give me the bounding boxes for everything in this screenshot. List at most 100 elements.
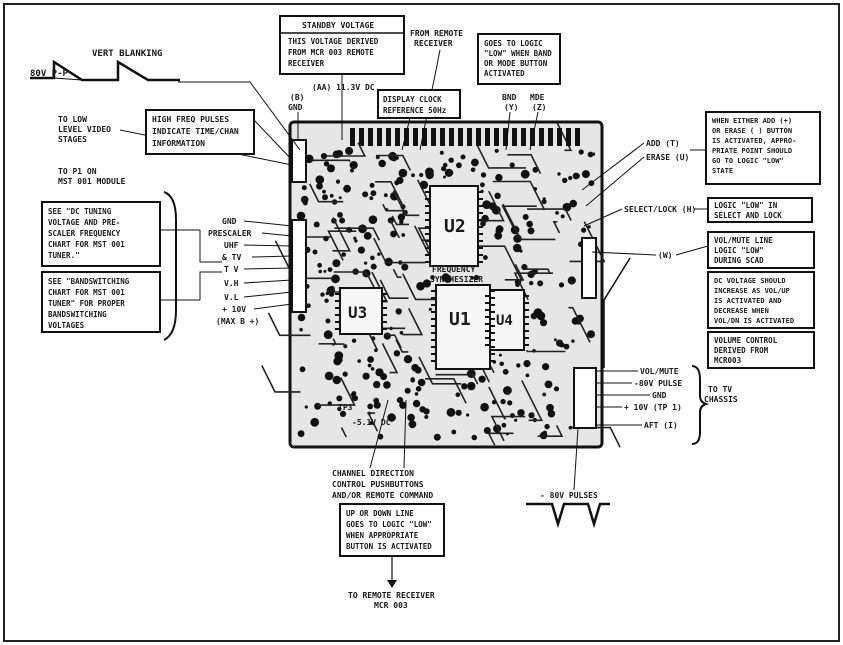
pcb-pad: [562, 177, 568, 184]
pcb-pad: [578, 149, 584, 155]
left-big-bracket: [163, 191, 177, 341]
pcb-pad: [522, 214, 529, 220]
pcb-pad: [526, 220, 533, 228]
pcb-pad: [422, 279, 431, 288]
pcb-pad: [332, 150, 341, 159]
left-pin-leaders: [160, 220, 293, 310]
pcb-pad: [399, 401, 407, 409]
pcb-trace: [527, 208, 572, 221]
pcb-pad: [414, 392, 419, 396]
pcb-pad: [362, 372, 370, 380]
pcb-trace: [521, 380, 543, 422]
add-leader: [581, 142, 645, 191]
pcb-trace: [367, 412, 379, 432]
top-edge-pin: [368, 128, 373, 146]
dc-voltage-line2: INCREASE AS VOL/UP: [714, 287, 790, 295]
chip-u2-label: U2: [444, 216, 466, 237]
pcb-pad: [383, 381, 391, 389]
pcb-pad: [553, 338, 557, 342]
when-either-line2: OR ERASE ( ) BUTTON: [712, 127, 792, 135]
pcb-pad: [349, 161, 358, 170]
pcb-pad: [471, 434, 478, 441]
outer-border: [3, 3, 840, 642]
channel-dir-line2: CONTROL PUSHBUTTONS: [332, 480, 424, 489]
pcb-pad: [322, 189, 326, 194]
aa-voltage-label: (AA) 11.3V DC: [312, 83, 375, 92]
pcb-trace: [402, 308, 424, 336]
pcb-pad: [419, 172, 424, 178]
up-down-line2: GOES TO LOGIC "LOW": [346, 520, 432, 529]
pcb-pad: [299, 366, 306, 373]
pcb-pad: [301, 185, 307, 191]
pcb-pad: [375, 368, 384, 377]
pcb-trace: [379, 279, 409, 299]
pcb-pad: [525, 373, 530, 378]
dc-voltage-line3: IS ACTIVATED AND: [714, 297, 781, 305]
pcb-pad: [519, 249, 523, 253]
right-pin-80v-pulse: -80V PULSE: [634, 379, 682, 388]
right-pin-leaders: [596, 370, 650, 426]
to-remote-line2: MCR 003: [374, 601, 408, 610]
up-down-line3: WHEN APPROPRIATE: [346, 531, 419, 540]
pcb-trace: [389, 220, 400, 238]
channel-dir-line3: AND/OR REMOTE COMMAND: [332, 491, 433, 500]
pcb-pad: [387, 413, 396, 422]
channel-dir-leader-2: [403, 399, 407, 469]
pcb-trace: [331, 343, 345, 347]
pcb-pad: [544, 380, 553, 389]
pcb-pad: [539, 319, 548, 327]
high-freq-leader: [253, 119, 293, 161]
pcb-pad: [318, 269, 323, 274]
right-pin-aft: AFT (I): [644, 421, 678, 430]
pcb-pad: [396, 396, 404, 404]
board-label-frequency: FREQUENCY: [432, 265, 476, 274]
circuit-board: FREQUENCY SYNTHESIZER U2 U3 U1 U4 TP3 -5…: [261, 120, 621, 449]
pcb-pad: [369, 196, 374, 201]
w-tag: (W): [658, 251, 672, 260]
pcb-pad: [324, 371, 334, 381]
pcb-pad: [332, 259, 341, 268]
logic-low-line3: OR MODE BUTTON: [484, 59, 548, 68]
pcb-pad: [480, 182, 485, 188]
left-lead-into-pins-2: [199, 271, 222, 300]
pcb-pad: [338, 196, 342, 200]
right-pin-vol-mute: VOL/MUTE: [640, 367, 679, 376]
dc-voltage-line1: DC VOLTAGE SHOULD: [714, 277, 786, 285]
pcb-pad: [460, 154, 466, 160]
pcb-pad: [443, 274, 452, 283]
pcb-pad: [516, 363, 521, 368]
pcb-pad: [470, 167, 476, 173]
vol-mute-line-1: VOL/MUTE LINE: [714, 236, 773, 245]
left-pin-vh: V.H: [224, 279, 239, 288]
pcb-pad: [373, 401, 381, 409]
pcb-pad: [587, 225, 591, 229]
top-edge-pin: [440, 128, 445, 146]
pcb-pad: [455, 392, 461, 398]
top-edge-pin: [476, 128, 481, 146]
pcb-pad: [412, 399, 421, 408]
dc-voltage-line4: DECREASE WHEN: [714, 307, 769, 315]
up-down-box: [339, 503, 445, 557]
pcb-pad: [423, 408, 430, 415]
from-remote-line2: RECEIVER: [414, 39, 453, 48]
pcb-pad: [424, 415, 429, 419]
pcb-pad: [399, 219, 404, 225]
pcb-pad: [337, 212, 343, 218]
standby-body-line1: THIS VOLTAGE DERIVED: [288, 37, 379, 46]
dc-voltage-line5: VOL/DN IS ACTIVATED: [714, 317, 794, 325]
pcb-pad: [337, 406, 342, 412]
to-tv-line1: TO TV: [708, 385, 732, 394]
top-edge-pin: [503, 128, 508, 146]
pcb-pad: [367, 356, 374, 363]
pcb-pad: [528, 412, 535, 419]
pcb-trace: [261, 365, 301, 393]
pcb-pad: [383, 332, 391, 340]
pcb-pad: [446, 408, 456, 417]
pcb-pad: [297, 313, 306, 322]
pcb-pad: [571, 339, 575, 343]
left-pin-prescaler: PRESCALER: [208, 229, 252, 238]
pcb-pad: [417, 378, 426, 387]
pcb-pad: [300, 195, 309, 204]
pcb-pad: [523, 360, 531, 368]
see-band-line4: BANDSWITCHING: [48, 310, 107, 319]
